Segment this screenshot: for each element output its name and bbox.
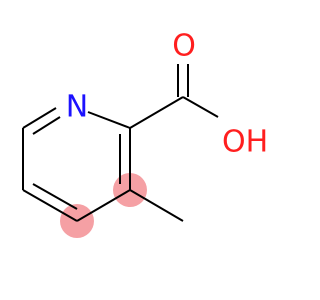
bond-n1-c2 [87,111,131,129]
atom-nitrogen: N [66,90,88,125]
bond-c2-cooh [129,96,184,129]
structure-drawing: N O OH [22,29,268,238]
bond-c-oh [182,96,219,118]
molecule-canvas: N O OH [22,29,268,238]
bonds [22,64,219,222]
bond-c3-methyl [129,189,184,222]
bond-c6-n1-outer [22,107,57,129]
bond-c4-c5-inner [32,183,78,210]
bond-c4-c5-outer [22,189,78,222]
bond-c6-n1-inner [32,116,61,135]
atom-hydroxyl: OH [222,125,268,160]
atom-carbonyl-oxygen: O [172,29,196,64]
bond-c3-c4 [76,189,131,222]
atom-labels: N O OH [66,29,268,160]
